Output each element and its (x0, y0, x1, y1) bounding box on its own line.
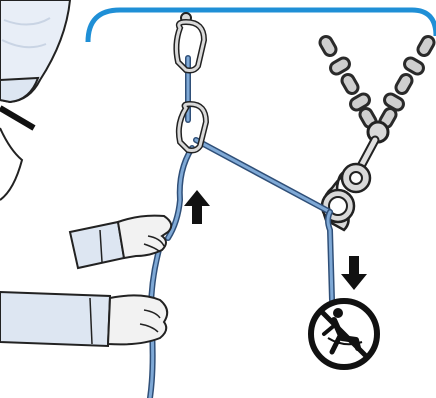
up-arrow-icon (184, 190, 210, 224)
figure-eight-descender-icon (320, 162, 372, 232)
panel-frame (85, 7, 436, 43)
hand-icon (68, 214, 173, 270)
helmet-icon (0, 0, 72, 201)
down-arrow-icon (341, 256, 367, 290)
carabiner-icon (173, 12, 208, 74)
anchor-chain-icon (318, 35, 436, 144)
rope-icon (147, 55, 335, 398)
carabiner-icon (175, 100, 210, 154)
hand-icon (0, 290, 169, 348)
no-climber-in-harness-icon (308, 298, 380, 370)
